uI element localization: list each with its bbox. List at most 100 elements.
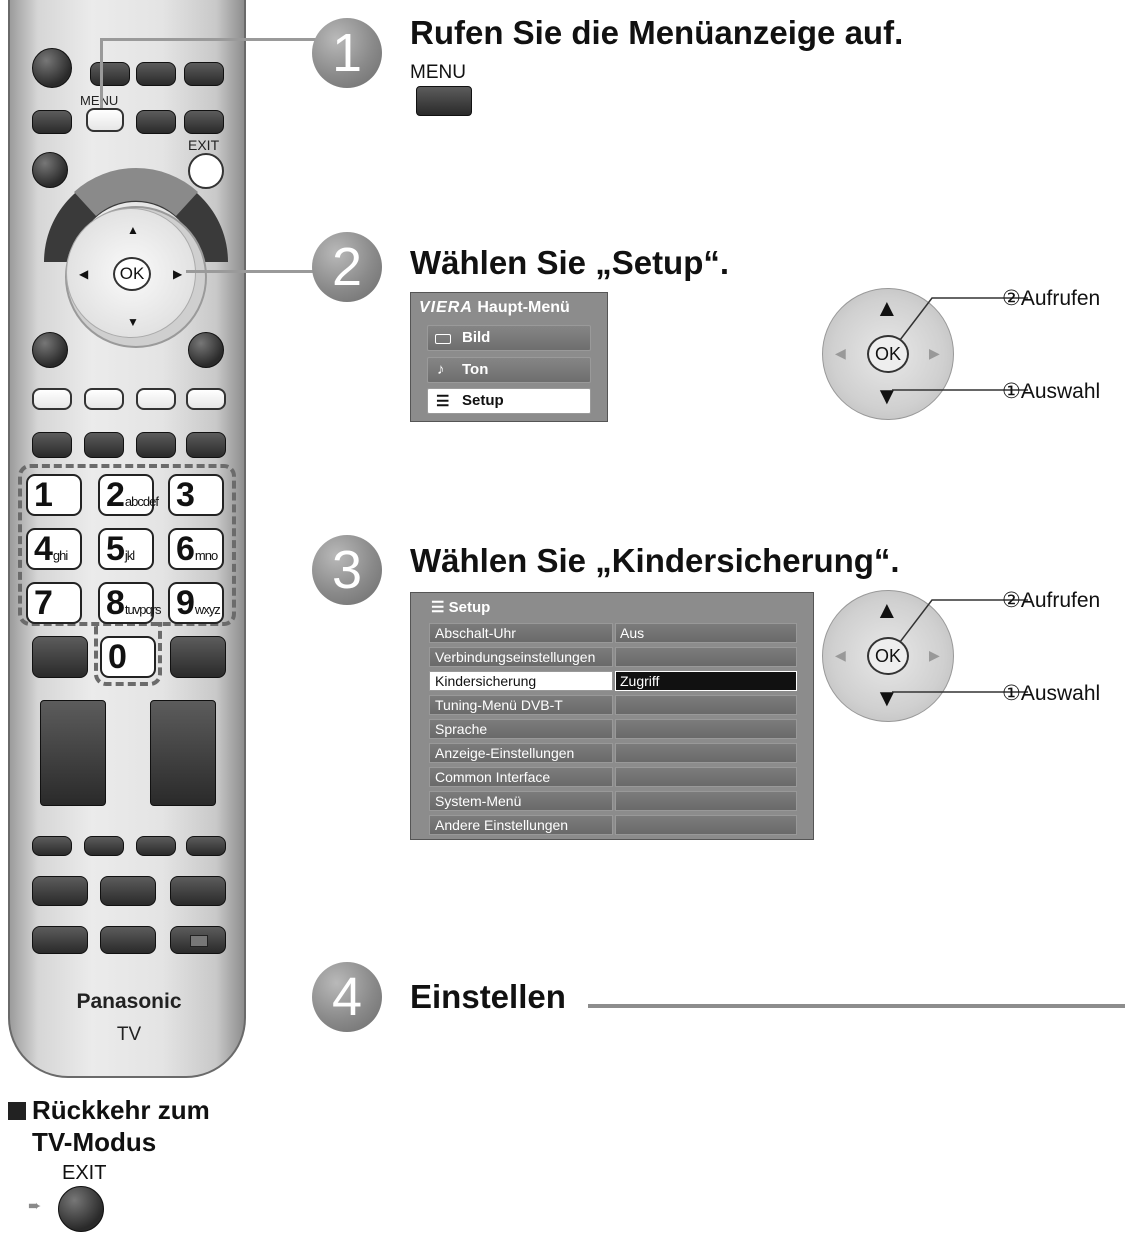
small-button-4[interactable] xyxy=(186,836,226,856)
remote-control: MENU EXIT ▲ ▼ ◀ ▶ OK 1 2abcdef 3 4ghi 5j… xyxy=(8,0,246,1078)
remote-brand-logo: Panasonic xyxy=(76,990,182,1013)
up-arrow-icon[interactable]: ▲ xyxy=(875,597,899,624)
left-arrow-icon: ◀ xyxy=(835,345,846,361)
callout-access-step-3: ②Aufrufen xyxy=(1002,589,1101,612)
remote-model-label: TV xyxy=(116,1024,142,1045)
remote-round-button-left[interactable] xyxy=(32,152,68,188)
nav-pad-ok-button[interactable]: OK xyxy=(867,637,909,675)
main-menu-item-bild[interactable]: Bild xyxy=(427,325,591,351)
function-button-1[interactable] xyxy=(32,432,72,458)
nav-pad-step-3: ▲ ▼ ◀ ▶ OK xyxy=(822,590,954,722)
list-icon: ☰ xyxy=(431,599,445,616)
digit-key-4[interactable]: 4ghi xyxy=(26,528,82,570)
remote-key-right-of-zero[interactable] xyxy=(170,636,226,678)
remote-button-row2-4[interactable] xyxy=(184,110,224,134)
playback-button-3[interactable] xyxy=(170,876,226,906)
callout-lines-step-2 xyxy=(892,297,1028,391)
step-1-menu-key[interactable] xyxy=(416,86,472,116)
remote-button-top-2[interactable] xyxy=(136,62,176,86)
setup-row-sprache[interactable]: Sprache xyxy=(429,719,797,739)
remote-key-left-of-zero[interactable] xyxy=(32,636,88,678)
setup-row-system-menu[interactable]: System-Menü xyxy=(429,791,797,811)
up-arrow-icon[interactable]: ▲ xyxy=(875,295,899,322)
main-menu-item-setup[interactable]: ☰ Setup xyxy=(427,388,591,414)
callout-lines-step-3 xyxy=(892,599,1028,693)
remote-button-top-1[interactable] xyxy=(90,62,130,86)
pause-button[interactable] xyxy=(170,926,226,954)
power-button[interactable] xyxy=(32,48,72,88)
playback-button-4[interactable] xyxy=(32,926,88,954)
setup-row-andere-einstellungen[interactable]: Andere Einstellungen xyxy=(429,815,797,835)
digit-key-9[interactable]: 9wxyz xyxy=(168,582,224,624)
color-button-2[interactable] xyxy=(84,388,124,410)
arrow-right-icon: ➨ xyxy=(28,1198,42,1215)
left-arrow-icon: ◀ xyxy=(835,647,846,663)
main-menu-item-label: Ton xyxy=(462,361,489,378)
small-button-3[interactable] xyxy=(136,836,176,856)
digit-key-1[interactable]: 1 xyxy=(26,474,82,516)
up-arrow-icon[interactable]: ▲ xyxy=(127,223,139,237)
left-arrow-icon[interactable]: ◀ xyxy=(79,267,89,281)
return-exit-caption: EXIT xyxy=(62,1162,107,1184)
zero-key-highlight xyxy=(94,622,162,686)
function-button-2[interactable] xyxy=(84,432,124,458)
playback-button-1[interactable] xyxy=(32,876,88,906)
color-button-3[interactable] xyxy=(136,388,176,410)
step-number-3: 3 xyxy=(312,535,382,605)
main-menu-item-ton[interactable]: ♪ Ton xyxy=(427,357,591,383)
square-bullet-icon xyxy=(8,1102,26,1120)
small-button-2[interactable] xyxy=(84,836,124,856)
main-menu-panel: VIERA Haupt-Menü Bild ♪ Ton ☰ Setup xyxy=(410,292,608,422)
color-button-1[interactable] xyxy=(32,388,72,410)
remote-ok-button[interactable]: OK xyxy=(113,257,151,291)
remote-round-button-bottom-left[interactable] xyxy=(32,332,68,368)
remote-button-top-3[interactable] xyxy=(184,62,224,86)
function-button-4[interactable] xyxy=(186,432,226,458)
remote-dpad[interactable]: ▲ ▼ ◀ ▶ OK xyxy=(66,208,196,338)
right-arrow-icon[interactable]: ▶ xyxy=(173,267,183,281)
step-number-2: 2 xyxy=(312,232,382,302)
remote-round-button-bottom-right[interactable] xyxy=(188,332,224,368)
small-button-1[interactable] xyxy=(32,836,72,856)
main-menu-title: Haupt-Menü xyxy=(477,299,570,316)
exit-key-caption: EXIT xyxy=(188,137,220,153)
digit-key-5[interactable]: 5jkl xyxy=(98,528,154,570)
return-exit-button[interactable] xyxy=(58,1186,104,1232)
main-menu-item-label: Setup xyxy=(462,392,504,409)
channel-rocker[interactable] xyxy=(150,700,216,806)
digit-key-6[interactable]: 6mno xyxy=(168,528,224,570)
picture-icon xyxy=(435,334,451,344)
digit-key-2[interactable]: 2abcdef xyxy=(98,474,159,516)
volume-rocker[interactable] xyxy=(40,700,106,806)
digit-key-8[interactable]: 8tuvpqrs xyxy=(98,582,162,624)
down-arrow-icon[interactable]: ▼ xyxy=(127,315,139,329)
numeric-keypad-highlight xyxy=(18,464,236,626)
music-note-icon: ♪ xyxy=(437,361,445,378)
nav-pad-ok-button[interactable]: OK xyxy=(867,335,909,373)
remote-button-row2-1[interactable] xyxy=(32,110,72,134)
remote-button-row2-3[interactable] xyxy=(136,110,176,134)
setup-row-common-interface[interactable]: Common Interface xyxy=(429,767,797,787)
setup-row-verbindungseinstellungen[interactable]: Verbindungseinstellungen xyxy=(429,647,797,667)
digit-key-7[interactable]: 7 xyxy=(26,582,82,624)
exit-button[interactable] xyxy=(188,153,224,189)
menu-button[interactable] xyxy=(86,108,124,132)
nav-pad-step-2: ▲ ▼ ◀ ▶ OK xyxy=(822,288,954,420)
playback-button-5[interactable] xyxy=(100,926,156,954)
setup-row-anzeige-einstellungen[interactable]: Anzeige-Einstellungen xyxy=(429,743,797,763)
setup-menu-title: Setup xyxy=(448,599,491,616)
color-button-4[interactable] xyxy=(186,388,226,410)
step-2-title: Wählen Sie „Setup“. xyxy=(410,244,730,281)
callout-select-step-2: ①Auswahl xyxy=(1002,380,1101,403)
setup-row-tuning-menu[interactable]: Tuning-Menü DVB-T xyxy=(429,695,797,715)
digit-key-0[interactable]: 0 xyxy=(100,636,156,678)
digit-key-3[interactable]: 3 xyxy=(168,474,224,516)
viera-logo: VIERA xyxy=(419,299,473,316)
right-arrow-icon: ▶ xyxy=(929,647,940,663)
playback-button-2[interactable] xyxy=(100,876,156,906)
step-number-1: 1 xyxy=(312,18,382,88)
function-button-3[interactable] xyxy=(136,432,176,458)
main-menu-header: VIERA Haupt-Menü xyxy=(419,299,570,317)
